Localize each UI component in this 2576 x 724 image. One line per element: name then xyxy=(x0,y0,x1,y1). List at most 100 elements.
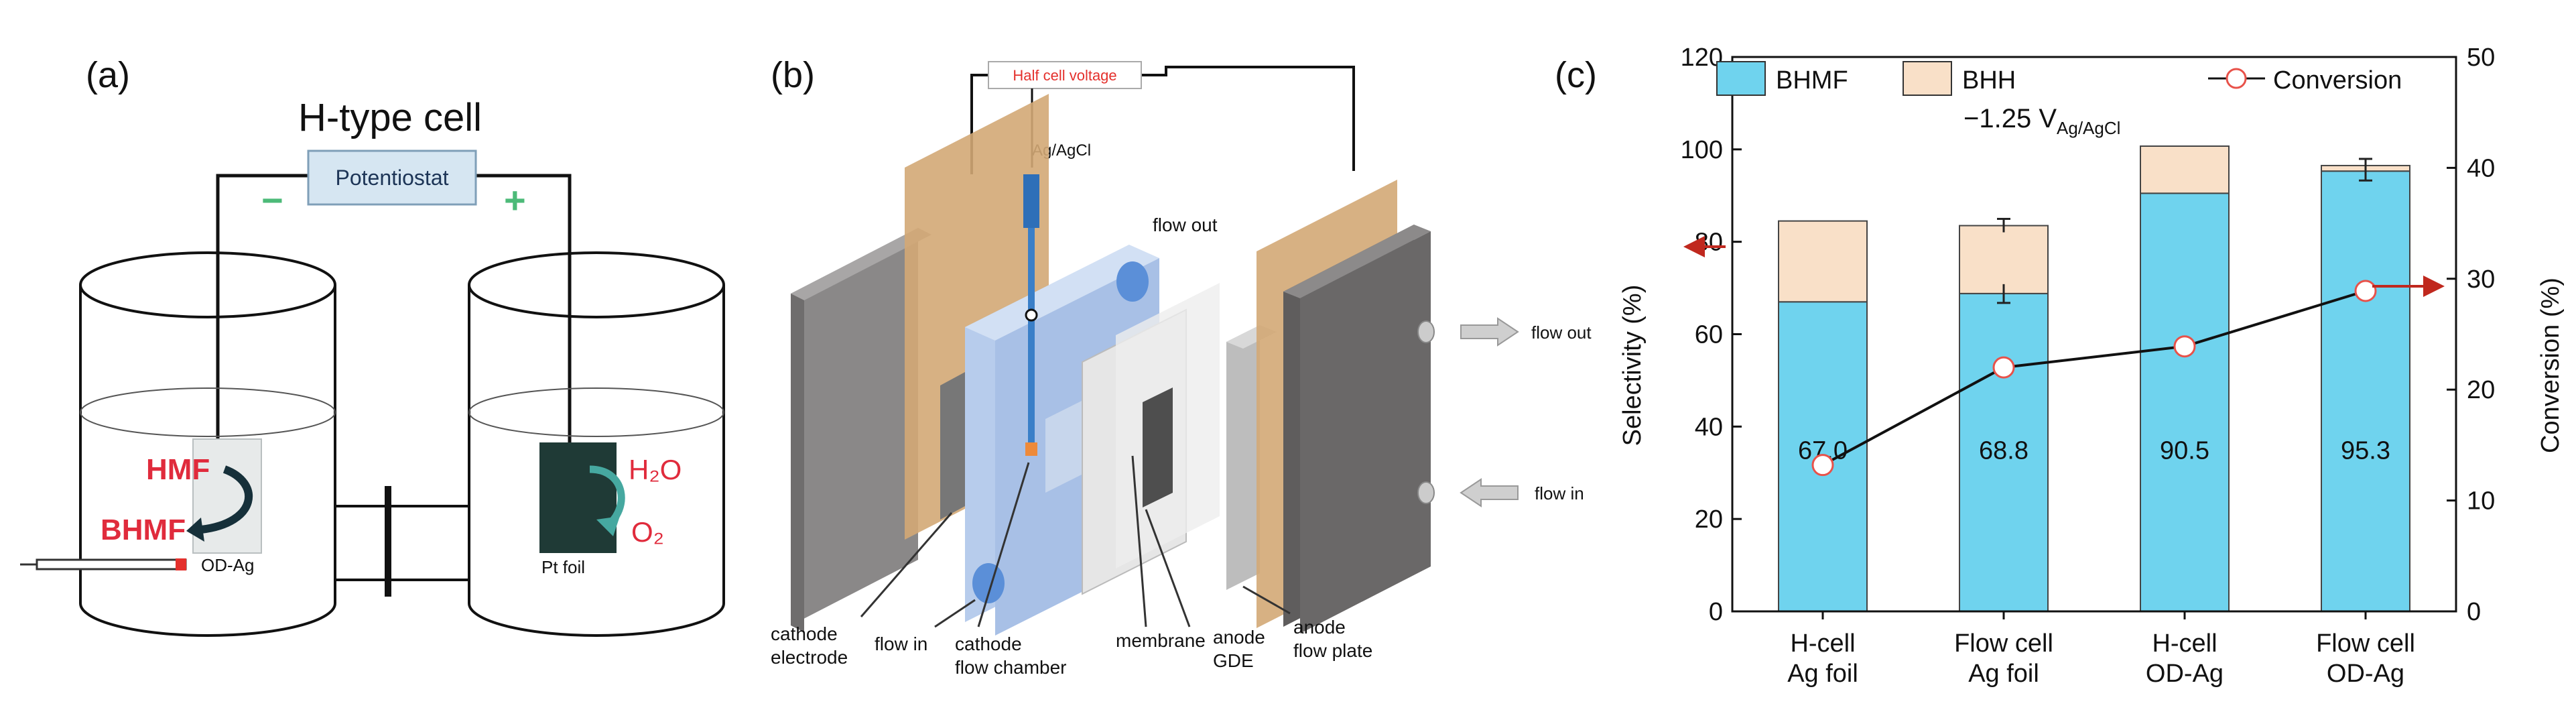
conversion-point-3 xyxy=(2354,280,2377,302)
y2-axis-title: Conversion (%) xyxy=(2536,278,2565,453)
legend-marker-conversion xyxy=(2226,68,2247,89)
reference-rod xyxy=(1028,228,1035,449)
flow-in-arrow xyxy=(1460,478,1519,507)
anode-wire xyxy=(476,174,572,469)
anode-flow-plate xyxy=(1226,325,1260,590)
bar-value-label-2: 90.5 xyxy=(2160,437,2209,465)
membrane-label: membrane xyxy=(1116,630,1206,651)
reference-electrode xyxy=(36,558,187,570)
bar-bhmf-3 xyxy=(2321,170,2410,612)
bar-value-label-1: 68.8 xyxy=(1979,437,2028,465)
reference-tip xyxy=(176,558,186,570)
flow-out-arrow xyxy=(1460,317,1519,347)
cathode-chamber-label-1: cathode xyxy=(955,634,1022,654)
flow-out-top-label: flow out xyxy=(1153,215,1218,235)
bar-bhmf-2 xyxy=(2140,192,2230,613)
panel-b: (b) Half cell voltage Ag/AgCl xyxy=(771,55,1592,678)
legend-label-conversion: Conversion xyxy=(2273,66,2402,95)
y2-tick-label-2: 20 xyxy=(2467,376,2495,404)
flow-out-tube xyxy=(1116,261,1149,302)
anode-gde-sheet xyxy=(1143,387,1173,507)
category-label-2-a: H-cell xyxy=(2152,629,2217,658)
leader-lines xyxy=(860,455,1291,628)
bar-bhmf-1 xyxy=(1959,292,2049,612)
cathode-end-plate xyxy=(791,228,931,632)
potentiostat-label: Potentiostat xyxy=(336,166,449,190)
left-chamber xyxy=(79,251,336,637)
bar-bhh-1 xyxy=(1959,225,2049,294)
cathode-wire xyxy=(216,174,308,503)
category-label-3-b: OD-Ag xyxy=(2327,660,2404,688)
legend-label-bhh: BHH xyxy=(1962,66,2016,95)
conversion-line xyxy=(1822,290,2366,467)
cathode-electrode-label-1: cathode xyxy=(771,623,838,644)
legend-label-bhmf: BHMF xyxy=(1776,66,1848,95)
anode-end-plate xyxy=(1283,225,1431,634)
reduction-arrow xyxy=(200,465,253,534)
y2-tick-label-1: 10 xyxy=(2467,487,2495,516)
y2-tick-label-0: 0 xyxy=(2467,598,2481,626)
y-tick-label-3: 60 xyxy=(1695,321,1723,349)
panel-a-title: H-type cell xyxy=(298,96,482,139)
category-label-3-a: Flow cell xyxy=(2316,629,2415,658)
conversion-point-0 xyxy=(1811,454,1834,477)
anode-gde-label-2: GDE xyxy=(1213,650,1254,671)
y-tick-label-2: 40 xyxy=(1695,413,1723,441)
flow-in-bottom-label: flow in xyxy=(875,634,927,654)
plus-sign: + xyxy=(504,179,526,221)
y-tick-label-6: 120 xyxy=(1681,44,1723,72)
bar-bhh-0 xyxy=(1778,220,1868,303)
chart-legend: BHMF BHH Conversion xyxy=(1716,61,2402,96)
panel-c-label: (c) xyxy=(1555,55,1597,95)
y2-tick-label-5: 50 xyxy=(2467,44,2495,72)
pt-foil-electrode xyxy=(539,442,617,553)
flow-in-tube xyxy=(972,563,1005,603)
bar-value-label-3: 95.3 xyxy=(2341,437,2390,465)
y-tick-label-1: 20 xyxy=(1695,505,1723,534)
cathode-chamber-label-2: flow chamber xyxy=(955,657,1067,678)
od-ag-label: OD-Ag xyxy=(201,555,254,575)
anode-gde-label-1: anode xyxy=(1213,627,1265,648)
legend-swatch-bhmf xyxy=(1716,61,1766,96)
pt-foil-label: Pt foil xyxy=(541,557,585,577)
y2-tick-label-4: 40 xyxy=(2467,154,2495,182)
half-cell-label: Half cell voltage xyxy=(1013,67,1116,84)
category-label-2-b: OD-Ag xyxy=(2146,660,2224,688)
conversion-point-1 xyxy=(1992,356,2015,379)
y-axis-title: Selectivity (%) xyxy=(1618,285,1647,446)
bar-bhh-2 xyxy=(2140,145,2230,194)
voltage-wire xyxy=(970,66,1355,174)
half-cell-box xyxy=(988,61,1142,89)
reference-rod-top xyxy=(1023,174,1039,228)
category-label-0-a: H-cell xyxy=(1790,629,1855,658)
category-label-1-b: Ag foil xyxy=(1968,660,2039,688)
potential-label: −1.25 VAg/AgCl xyxy=(1963,104,2120,138)
y-tick-label-5: 100 xyxy=(1681,136,1723,164)
cathode-electrode-label-2: electrode xyxy=(771,647,848,668)
potentiostat-box xyxy=(307,149,477,206)
minus-sign: − xyxy=(261,179,283,221)
flow-out-right-label: flow out xyxy=(1531,322,1592,343)
category-label-0-b: Ag foil xyxy=(1787,660,1858,688)
bhmf-label: BHMF xyxy=(101,514,186,546)
hmf-label: HMF xyxy=(146,453,210,486)
oxygen-label: O₂ xyxy=(631,516,664,548)
category-label-1-a: Flow cell xyxy=(1954,629,2053,658)
cathode-electrode-sheet xyxy=(940,372,965,520)
y2-tick-label-3: 30 xyxy=(2467,265,2495,294)
right-chamber xyxy=(468,251,725,637)
conversion-point-2 xyxy=(2173,335,2196,358)
salt-bridge xyxy=(335,505,469,581)
panel-a: (a) H-type cell Potentiostat − + OD-Ag xyxy=(20,55,725,637)
flow-in-right-label: flow in xyxy=(1535,483,1584,503)
anode-plate-label-2: flow plate xyxy=(1293,640,1372,661)
legend-swatch-bhh xyxy=(1903,61,1952,96)
panel-a-label: (a) xyxy=(86,55,130,95)
panel-b-label: (b) xyxy=(771,55,815,95)
y-tick-label-4: 80 xyxy=(1695,229,1723,257)
water-label: H₂O xyxy=(629,454,682,485)
y-tick-label-0: 0 xyxy=(1709,598,1723,626)
